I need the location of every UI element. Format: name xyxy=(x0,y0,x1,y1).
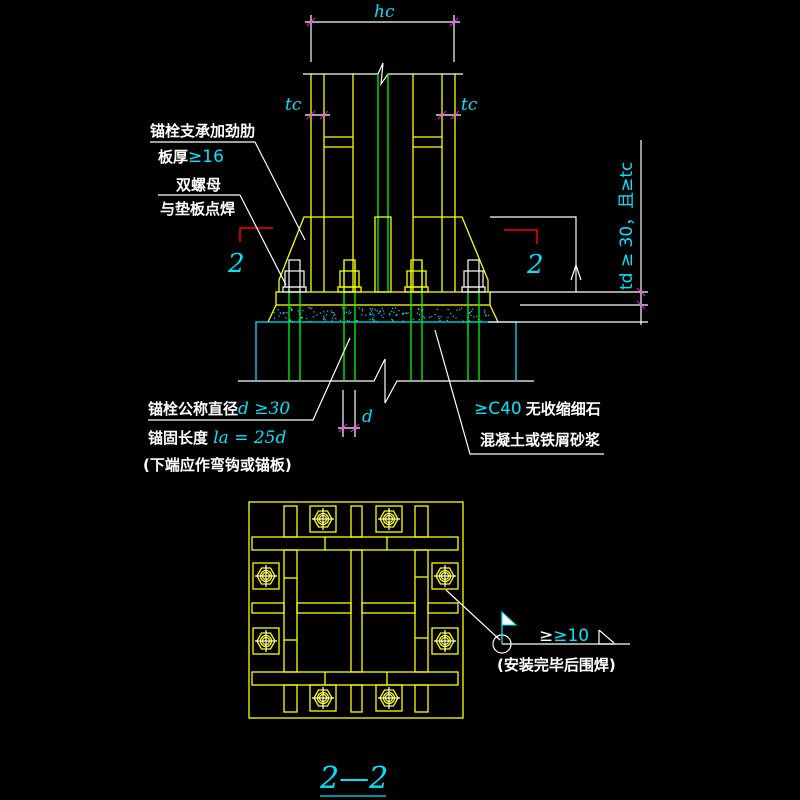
dim-tc-right-label: tc xyxy=(461,95,478,115)
anchor-bolt-plan xyxy=(309,684,337,712)
anchor-bolt-plan xyxy=(252,562,280,590)
anchor-bolt-plan xyxy=(252,627,280,655)
anchor-bolt-plan xyxy=(375,505,403,533)
weld-note: (安装完毕后围焊) xyxy=(497,656,616,674)
dimension-td: td ≥ 30，且≥tc xyxy=(490,140,648,325)
anchor-bolt-plan xyxy=(375,684,403,712)
anchor-bolt-plan xyxy=(431,562,459,590)
section-mark-left: 2 xyxy=(227,227,273,279)
grout-layer xyxy=(267,304,499,323)
svg-text:混凝土或铁屑砂浆: 混凝土或铁屑砂浆 xyxy=(480,431,601,449)
anchor-bolt-plan xyxy=(431,627,459,655)
section-title: 2—2 xyxy=(319,761,388,797)
svg-text:板厚≥16: 板厚≥16 xyxy=(158,147,224,167)
dim-hc-label: hc xyxy=(374,2,395,22)
foundation xyxy=(255,321,517,380)
stiffener-left xyxy=(278,216,353,292)
svg-text:锚栓支承加劲肋: 锚栓支承加劲肋 xyxy=(150,122,255,140)
anchor-bolt-plan xyxy=(309,505,337,533)
svg-text:2: 2 xyxy=(227,249,245,279)
break-line-bottom xyxy=(238,358,534,404)
svg-text:2—2: 2—2 xyxy=(319,761,388,796)
section-mark-right: 2 xyxy=(504,229,544,280)
svg-text:锚栓公称直径d ≥30: 锚栓公称直径d ≥30 xyxy=(148,399,290,419)
stiffener-note: 锚栓支承加劲肋 板厚≥16 xyxy=(150,122,306,241)
svg-text:≥≥10: ≥≥10 xyxy=(539,626,589,646)
svg-text:2: 2 xyxy=(526,250,544,280)
column-section xyxy=(310,74,456,293)
dim-tc-left-label: tc xyxy=(285,95,302,115)
td-note: td ≥ 30，且≥tc xyxy=(617,162,637,290)
nut-note: 双螺母 与垫板点焊 xyxy=(158,176,287,286)
base-plate xyxy=(275,291,491,306)
bolt-note: 锚栓公称直径d ≥30 锚固长度 la = 25d (下端应作弯钩或锚板) xyxy=(143,337,351,474)
weld-symbol: ≥≥10 (安装完毕后围焊) xyxy=(445,589,630,674)
svg-text:(下端应作弯钩或锚板): (下端应作弯钩或锚板) xyxy=(143,456,292,474)
svg-text:锚固长度 la = 25d: 锚固长度 la = 25d xyxy=(148,428,286,448)
svg-text:d: d xyxy=(362,407,373,427)
dimension-d: d xyxy=(338,390,373,437)
svg-text:双螺母: 双螺母 xyxy=(176,176,221,194)
stiffener-right xyxy=(413,216,489,292)
dimension-tc: tc tc xyxy=(285,95,478,120)
svg-text:与垫板点焊: 与垫板点焊 xyxy=(160,200,235,218)
dimension-hc: hc xyxy=(305,2,460,62)
break-line-top xyxy=(303,62,463,87)
double-nuts xyxy=(282,259,486,293)
plan-section-2-2 xyxy=(248,501,464,719)
